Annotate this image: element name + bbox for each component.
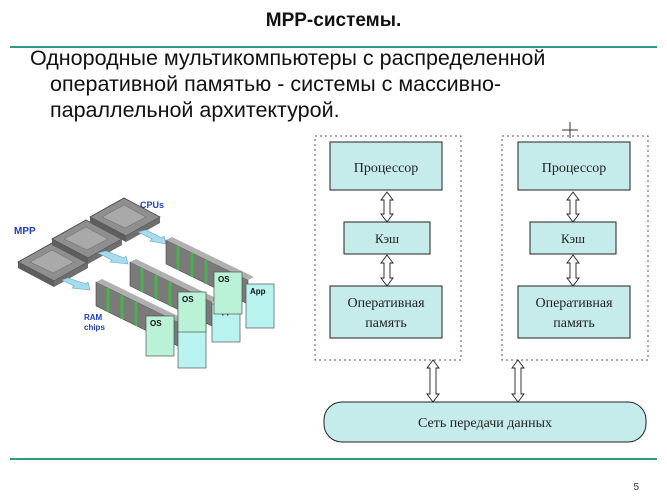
cpu-chip-3: [89, 197, 161, 242]
node-1-cache: Кэш: [343, 221, 431, 255]
app-card-middle: App: [211, 303, 241, 343]
top-divider: [10, 46, 657, 48]
mpp-label: MPP: [14, 226, 36, 237]
node-1-cache-label: Кэш: [375, 231, 399, 246]
page-number: 5: [633, 482, 639, 493]
node-2-frame: [501, 135, 649, 361]
node-1-arrow-cpu-cache: [380, 191, 394, 223]
bus-arrow-2: [97, 250, 129, 265]
bullet-line-1: Однородные мультикомпьютеры с распределе…: [30, 46, 546, 70]
app-card-front: App: [177, 305, 207, 369]
node-1-arrow-network: [426, 359, 440, 403]
network-bar: Сеть передачи данных: [323, 401, 647, 443]
node-2-cache-label: Кэш: [561, 231, 585, 246]
node-2-arrow-cpu-cache: [566, 191, 580, 223]
bus-arrow-3: [137, 229, 167, 245]
node-2-memory-label-2: память: [553, 316, 595, 331]
app-label-back: App: [250, 287, 266, 296]
node-1-frame: [314, 135, 462, 361]
bullet-line-3: параллельной архитектурой.: [50, 98, 340, 122]
ram-row-middle: [129, 259, 218, 327]
node-1-memory: Оперативная память: [329, 285, 443, 339]
node-1-processor: Процессор: [329, 141, 443, 191]
node-2-arrow-cache-memory: [566, 254, 580, 287]
node-2-processor: Процессор: [517, 141, 631, 191]
bus-arrow-1: [61, 277, 91, 291]
node-2-memory: Оперативная память: [517, 285, 631, 339]
os-card-back: OS: [213, 271, 243, 315]
node-2-memory-label-1: Оперативная: [535, 296, 613, 311]
slide-title: МРР-системы.: [265, 10, 402, 31]
network-label: Сеть передачи данных: [418, 416, 552, 431]
ram-row-back: [165, 237, 254, 305]
ram-row-front: [95, 279, 184, 347]
os-label-middle: OS: [182, 295, 194, 304]
cpu-chip-1: [17, 242, 89, 287]
ram-chips-label-line1: RAM: [84, 313, 103, 322]
cpu-chip-2: [51, 219, 123, 264]
node-1-processor-label: Процессор: [354, 161, 419, 176]
node-1-memory-label-1: Оперативная: [347, 296, 425, 311]
ram-chips-label-line2: chips: [84, 323, 105, 332]
os-card-front: OS: [145, 315, 175, 357]
app-label-middle: App: [216, 307, 232, 316]
cursor-crosshair-icon: [562, 122, 578, 138]
app-label-front: App: [182, 309, 198, 318]
node-1-memory-label-2: память: [365, 316, 407, 331]
os-label-back: OS: [218, 275, 230, 284]
os-card-middle: OS: [177, 291, 207, 333]
bottom-divider: [10, 458, 657, 460]
node-2-cache: Кэш: [529, 221, 617, 255]
cpus-label: CPUs: [140, 200, 164, 210]
bullet-line-2: оперативной памятью - системы с массивно…: [50, 72, 502, 96]
node-1-arrow-cache-memory: [380, 254, 394, 287]
node-2-arrow-network: [511, 359, 525, 403]
bullet-point: Однородные мультикомпьютеры с распределе…: [30, 45, 640, 123]
node-2-processor-label: Процессор: [542, 161, 607, 176]
os-label-front: OS: [150, 319, 162, 328]
app-card-back: App: [245, 283, 275, 329]
